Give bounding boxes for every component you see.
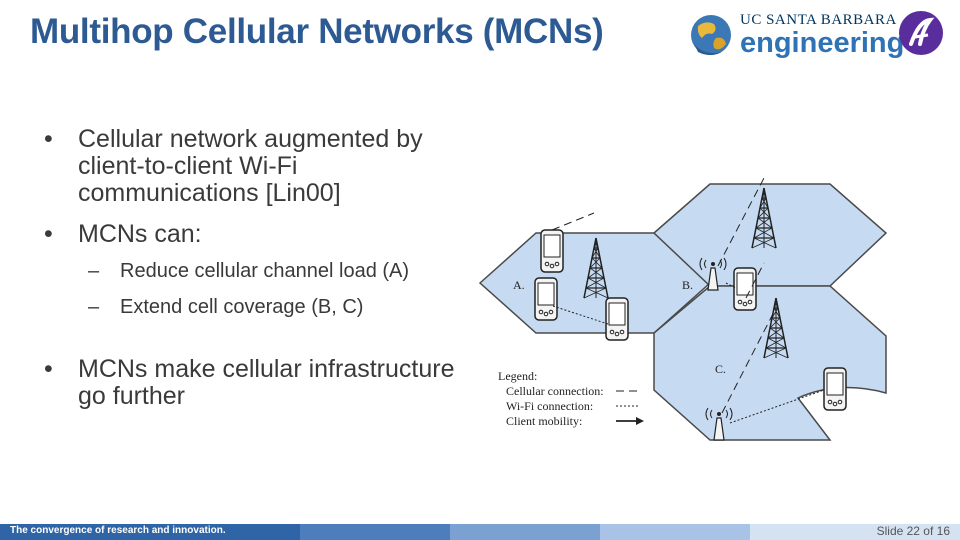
sub-bullet-item: – Extend cell coverage (B, C) xyxy=(44,296,464,318)
legend-mobility: Client mobility: xyxy=(506,414,582,428)
logo-ucsb-text: UC SANTA BARBARA xyxy=(740,12,897,28)
footer-tagline: The convergence of research and innovati… xyxy=(10,525,226,536)
bullet-text: MCNs make cellular infrastructure go fur… xyxy=(78,355,455,410)
sub-bullet-text: Extend cell coverage (B, C) xyxy=(120,296,364,318)
label-a: A. xyxy=(513,278,525,292)
cell-c xyxy=(653,285,887,441)
label-c: C. xyxy=(715,362,726,376)
sub-bullet-item: – Reduce cellular channel load (A) xyxy=(44,260,464,282)
bullet-list: • Cellular network augmented by client-t… xyxy=(44,126,464,410)
legend-title: Legend: xyxy=(498,369,537,383)
bullet-item: • MCNs can: xyxy=(44,221,464,248)
bullet-marker-icon: • xyxy=(44,125,53,153)
sub-bullet-text: Reduce cellular channel load (A) xyxy=(120,260,410,282)
mcn-diagram: A. B. C. Legend: Cellular connection: Wi… xyxy=(478,177,888,441)
bullet-marker-icon: • xyxy=(44,355,53,383)
footer-bar: The convergence of research and innovati… xyxy=(0,524,960,540)
bullet-item: • Cellular network augmented by client-t… xyxy=(44,126,464,207)
label-b: B. xyxy=(682,278,693,292)
bullet-text: MCNs can: xyxy=(78,220,202,248)
ucsb-engineering-logo: UC SANTA BARBARA engineering xyxy=(740,12,905,59)
page-title: Multihop Cellular Networks (MCNs) xyxy=(30,12,604,51)
dash-marker-icon: – xyxy=(88,296,100,318)
legend-wifi: Wi-Fi connection: xyxy=(506,399,593,413)
slide-number: Slide 22 of 16 xyxy=(876,524,950,538)
bullet-text: Cellular network augmented by client-to-… xyxy=(78,125,423,207)
logo-engineering-text: engineering xyxy=(740,27,905,59)
globe-logo-icon xyxy=(691,15,731,55)
alcatel-lucent-logo-icon xyxy=(899,11,943,55)
bullet-marker-icon: • xyxy=(44,220,53,248)
dash-marker-icon: – xyxy=(88,260,100,282)
legend-cellular: Cellular connection: xyxy=(506,384,604,398)
bullet-item: • MCNs make cellular infrastructure go f… xyxy=(44,356,464,410)
